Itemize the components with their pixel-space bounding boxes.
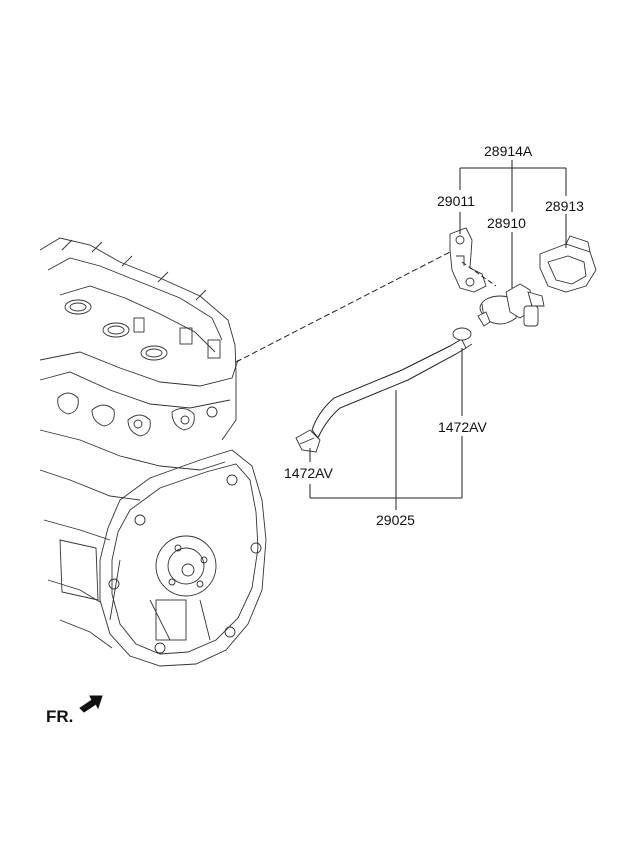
label-clamp-right: 1472AV bbox=[438, 419, 487, 435]
leader-lines bbox=[309, 160, 567, 510]
valve-part bbox=[477, 283, 545, 327]
label-clamp-left: 1472AV bbox=[284, 465, 333, 481]
clamp-right-part bbox=[452, 327, 473, 349]
installation-line bbox=[235, 251, 451, 363]
label-valve: 28910 bbox=[487, 215, 526, 231]
clip-part bbox=[539, 235, 597, 293]
bracket-part bbox=[449, 227, 487, 293]
direction-label: FR. bbox=[46, 707, 73, 726]
clamp-left-part bbox=[295, 429, 321, 453]
label-clip: 28913 bbox=[545, 198, 584, 214]
label-bracket: 29011 bbox=[437, 193, 475, 209]
hose-part bbox=[311, 339, 467, 439]
engine-block-illustration bbox=[39, 237, 267, 667]
label-assembly: 28914A bbox=[484, 143, 533, 159]
installation-line-short bbox=[461, 261, 497, 287]
label-hose: 29025 bbox=[376, 512, 415, 528]
arrow-icon bbox=[79, 695, 103, 713]
